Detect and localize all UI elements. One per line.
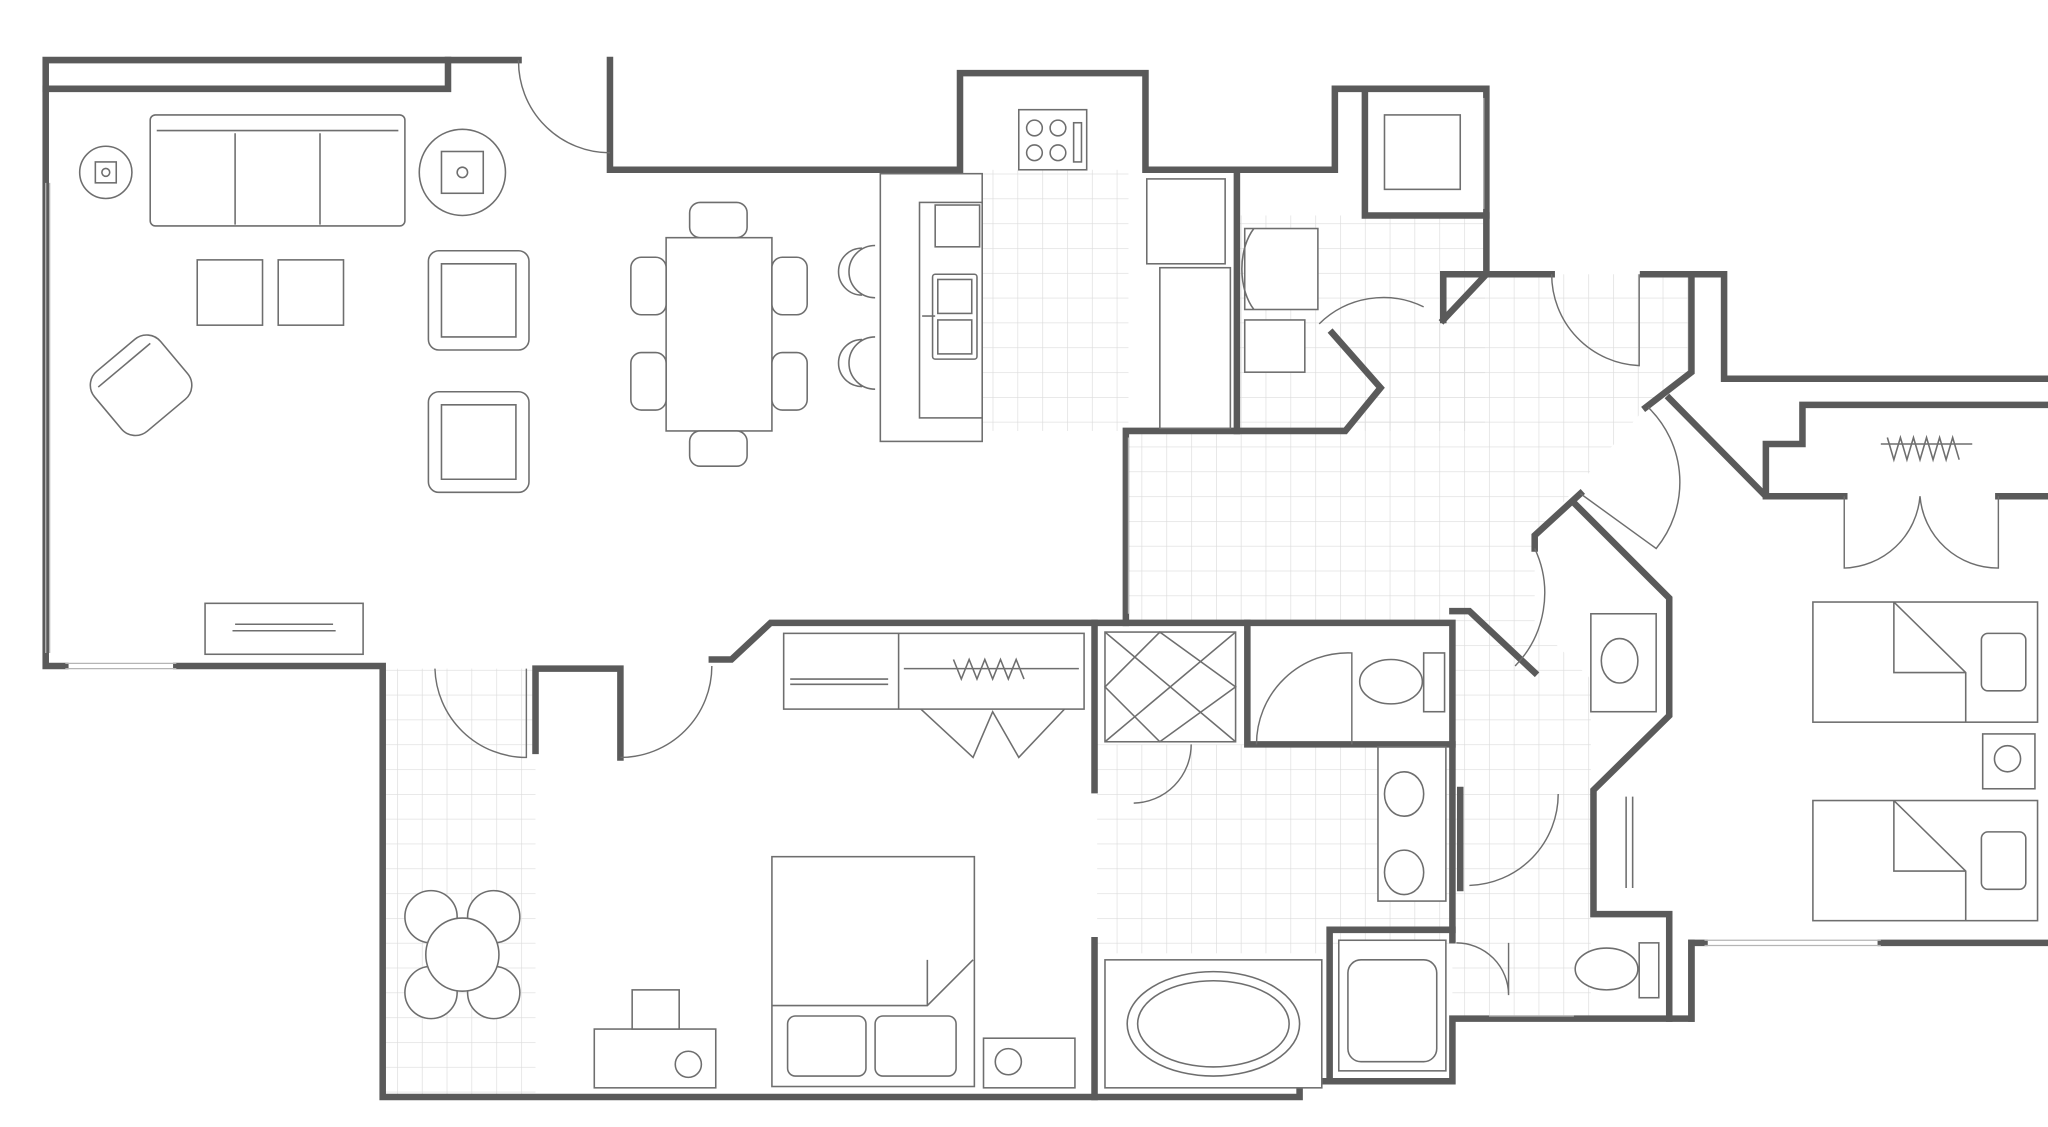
pillow-icon <box>1980 632 2027 692</box>
toilet-icon <box>1574 942 1660 999</box>
dining-area <box>630 201 876 467</box>
pillow-icon <box>1980 831 2027 891</box>
armchair-icon <box>427 390 530 494</box>
bed-icon <box>1812 799 2039 922</box>
second-bathroom <box>1574 612 1660 999</box>
dining-chair-icon <box>771 256 808 316</box>
wall-patio-right <box>532 665 624 761</box>
master-bathroom <box>1103 631 1447 1089</box>
hallway-tile-floor <box>1128 274 1692 623</box>
wall-hall-top <box>1438 270 2048 382</box>
bar-stool-icon <box>837 336 876 390</box>
bathtub-icon <box>1104 959 1323 1089</box>
lamp-table-icon <box>418 128 507 217</box>
wall-bath2-angle <box>1531 489 1586 552</box>
vanity-sink-icon <box>1383 849 1425 896</box>
kitchen-tile-floor <box>982 169 1129 431</box>
refrigerator-icon <box>1145 178 1226 265</box>
patio-tile-floor <box>385 668 536 1097</box>
nightstand-icon <box>982 1037 1076 1089</box>
dining-chair-icon <box>630 256 667 316</box>
dining-table-icon <box>665 236 773 432</box>
wall-bedroom2-closet <box>1664 393 2048 500</box>
desk-icon <box>593 989 717 1089</box>
closet-icon <box>782 632 1085 759</box>
second-bedroom <box>1812 434 2039 922</box>
tv-icon <box>204 602 364 656</box>
wall-bath2-diagonal <box>1569 498 1673 1022</box>
door-swing-icon[interactable] <box>1255 652 1353 745</box>
bathtub-icon <box>1337 939 1447 1072</box>
wall-bedroom1-top <box>708 619 1456 944</box>
washer-icon <box>1241 227 1319 311</box>
tv-icon <box>1625 796 1634 889</box>
doors[interactable] <box>434 60 2000 996</box>
dishwasher-icon <box>934 204 981 248</box>
door-swing-icon[interactable] <box>1456 942 1510 996</box>
door-swing-icon[interactable] <box>517 60 610 154</box>
sofa-icon <box>149 114 406 227</box>
nightstand-icon <box>1981 733 2036 790</box>
master-bedroom <box>593 632 1085 1089</box>
dining-chair-icon <box>771 351 808 411</box>
wall-bath2-left <box>1449 607 1540 892</box>
ottoman-icon <box>196 259 264 326</box>
pillow-icon <box>874 1015 957 1077</box>
kitchen <box>879 108 1232 443</box>
walls <box>42 56 2048 1101</box>
bed-icon <box>1812 601 2039 723</box>
wall-hall-right <box>1641 270 1695 413</box>
pantry-counter <box>1159 266 1232 430</box>
door-swing-icon[interactable] <box>1318 296 1424 325</box>
laundry <box>1241 114 1462 373</box>
shower-icon <box>1103 631 1237 743</box>
closet-icon <box>1880 434 1973 463</box>
armchair-icon <box>427 249 530 351</box>
wall-kitchen-bottom <box>1122 427 1241 627</box>
window-icon <box>45 182 51 653</box>
stove-icon <box>1017 108 1088 171</box>
vanity-sink-icon <box>1600 637 1639 684</box>
tile-floors <box>385 169 1692 1097</box>
water-heater-icon <box>1383 114 1462 191</box>
door-swing-icon[interactable] <box>1843 496 2000 569</box>
dining-chair-icon <box>688 201 748 239</box>
door-swing-icon[interactable] <box>1514 548 1546 667</box>
sink-icon <box>922 273 978 360</box>
wall-laundry <box>1233 166 1385 435</box>
lamp-table-icon <box>78 145 133 200</box>
wall-tub-room <box>1326 926 1456 1085</box>
armchair-icon <box>89 334 193 437</box>
bar-stool-icon <box>837 244 876 299</box>
vanity-sink-icon <box>1383 771 1425 817</box>
wall-shower <box>1244 619 1456 748</box>
toilet-icon <box>1358 652 1446 713</box>
patio-table-icon <box>404 889 521 1020</box>
windows <box>45 97 1881 1017</box>
window-icon <box>1704 939 1881 947</box>
ottoman-icon <box>277 259 345 326</box>
door-swing-icon[interactable] <box>1550 274 1640 367</box>
pillow-icon <box>786 1015 867 1077</box>
door-swing-icon[interactable] <box>1579 406 1681 550</box>
door-swing-icon[interactable] <box>620 666 713 759</box>
dining-chair-icon <box>688 430 748 467</box>
wall-living-shelf <box>42 56 452 93</box>
dryer-icon <box>1243 319 1306 373</box>
living-room <box>78 114 530 656</box>
wall-closet-box <box>1361 85 1490 219</box>
window-icon <box>65 662 177 670</box>
dining-chair-icon <box>630 351 667 411</box>
bath2-tile-floor <box>1452 622 1591 1019</box>
door-swing-icon[interactable] <box>1133 744 1192 804</box>
door-swing-icon[interactable] <box>1469 793 1559 887</box>
door-swing-icon[interactable] <box>434 668 528 759</box>
